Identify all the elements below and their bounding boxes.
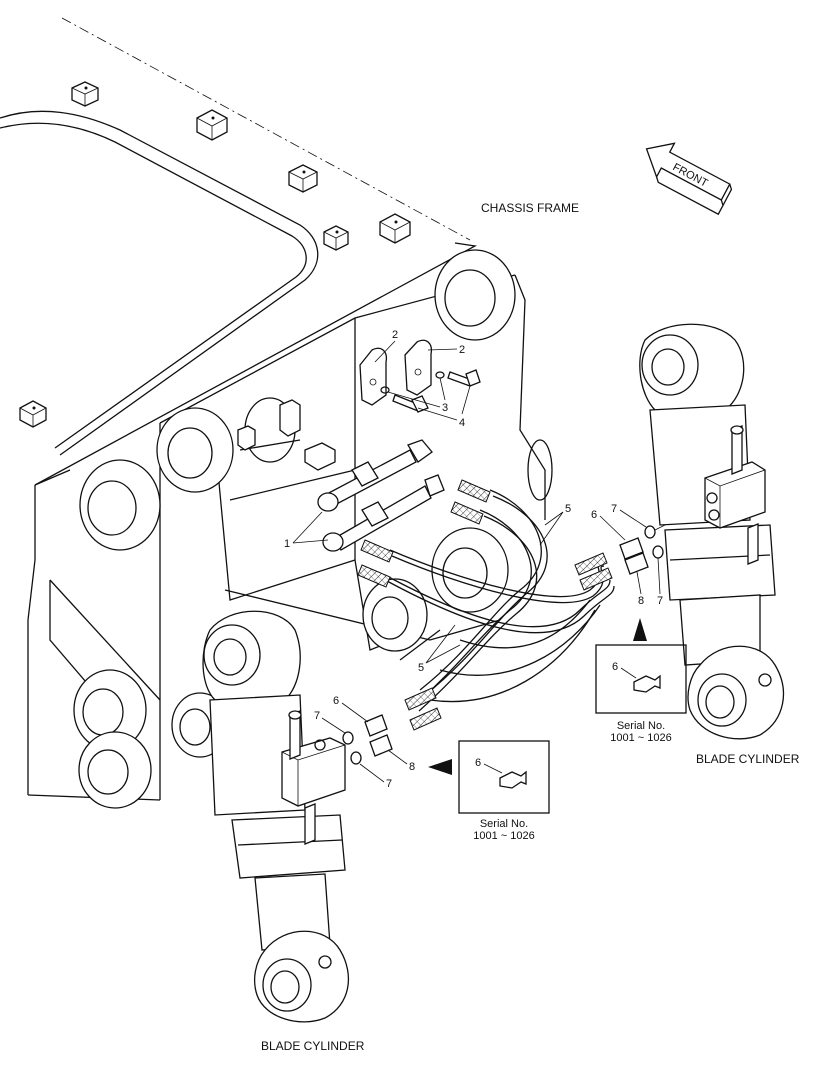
callout-8: 8	[638, 595, 644, 607]
callout-7: 7	[611, 503, 617, 515]
fittings-left	[342, 714, 393, 765]
blade-cylinder-left	[202, 610, 350, 1023]
callout-1: 1	[284, 538, 290, 550]
callouts: 1 2 2 3 4 5 5 6 7 8 7 6 7 8 7	[284, 329, 663, 790]
weld-nut	[279, 399, 301, 437]
callout-6: 6	[333, 695, 339, 707]
callout-8: 8	[409, 761, 415, 773]
detail-box-left: 6 Serial No. 1001 ~ 1026	[428, 740, 550, 842]
boss-center	[431, 527, 509, 613]
weld-nut	[19, 400, 47, 428]
pointer-triangle	[428, 759, 452, 775]
callout-6: 6	[591, 509, 597, 521]
detail-left-serial-label: Serial No.	[480, 818, 528, 830]
weld-nut	[304, 442, 336, 471]
detail-left-serial-range: 1001 ~ 1026	[473, 830, 534, 842]
weld-nut	[196, 109, 228, 141]
boss-left	[79, 459, 161, 551]
chassis-frame	[0, 17, 553, 809]
callout-4: 4	[459, 417, 465, 429]
callout-5: 5	[418, 662, 424, 674]
boss-upper-right	[434, 249, 516, 341]
chassis-frame-label: CHASSIS FRAME	[481, 201, 579, 215]
fittings-right	[619, 504, 706, 575]
detail-right-serial-label: Serial No.	[617, 720, 665, 732]
detail-right-part: 6	[612, 661, 618, 673]
detail-box-right: 6 Serial No. 1001 ~ 1026	[595, 618, 687, 744]
weld-nut	[237, 425, 256, 451]
weld-nut	[323, 225, 349, 251]
boss-lower-center	[362, 578, 428, 652]
weld-nut	[71, 81, 99, 107]
weld-nut	[379, 213, 411, 244]
pointer-triangle	[633, 618, 647, 641]
callout-2: 2	[392, 329, 398, 341]
hoses	[357, 479, 615, 731]
tee-fittings	[317, 439, 445, 552]
weld-nut	[288, 164, 318, 193]
detail-right-serial-range: 1001 ~ 1026	[610, 732, 671, 744]
callout-5: 5	[565, 503, 571, 515]
callout-2: 2	[459, 344, 465, 356]
callout-3: 3	[442, 402, 448, 414]
hose-clamps	[359, 339, 481, 413]
blade-cylinder-right-label: BLADE CYLINDER	[696, 752, 800, 766]
boss-bottom-left	[78, 731, 152, 809]
callout-7: 7	[314, 710, 320, 722]
blade-cylinder-right	[639, 323, 785, 740]
opening-hole	[527, 439, 553, 501]
callout-7: 7	[386, 778, 392, 790]
blade-cylinder-left-label: BLADE CYLINDER	[261, 1039, 365, 1053]
callout-7: 7	[657, 595, 663, 607]
boss-mid-left	[156, 407, 234, 493]
front-arrow: FRONT	[645, 142, 733, 216]
detail-left-part: 6	[475, 757, 481, 769]
